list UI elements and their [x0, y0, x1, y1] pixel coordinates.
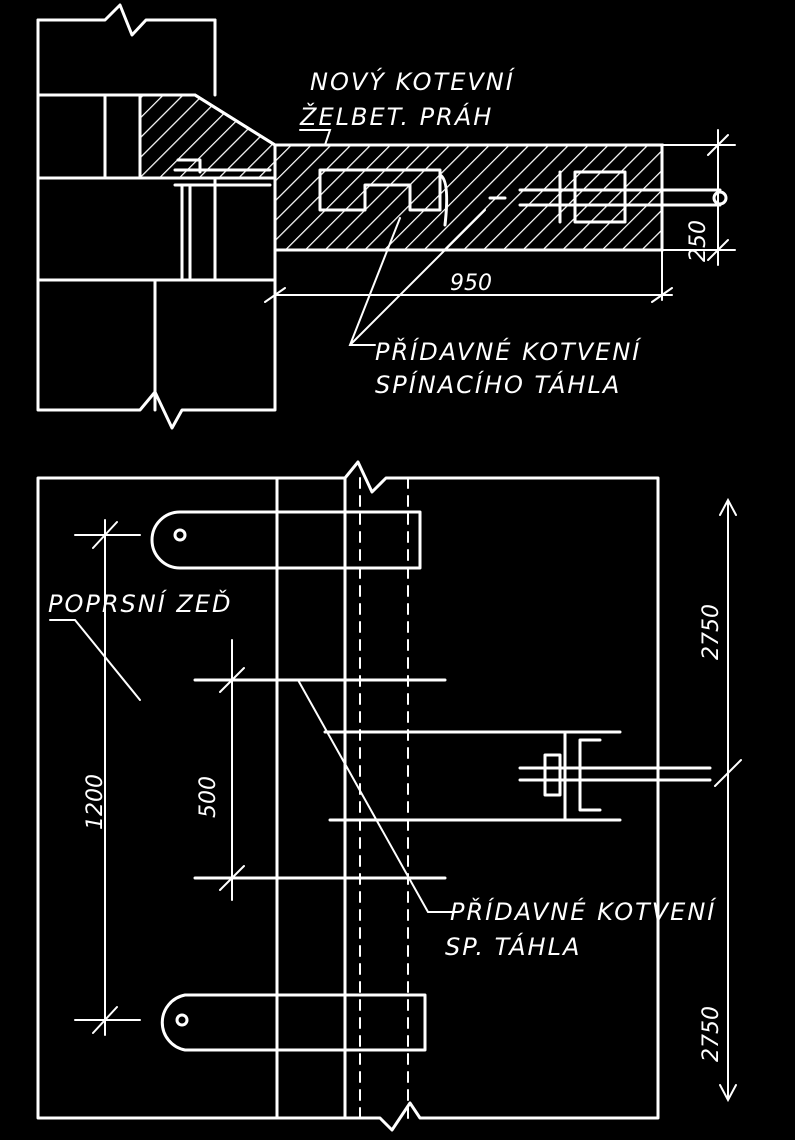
dim-250: 250 [686, 220, 711, 262]
channel-profile [318, 168, 442, 212]
dim-line-2750 [714, 497, 742, 1103]
hook-bar [438, 173, 449, 227]
dim-2750-top: 2750 [699, 604, 724, 660]
dim-line-950 [264, 249, 673, 303]
label-extra-anchor-top-2: SPÍNACÍHO TÁHLA [375, 370, 621, 399]
dim-950: 950 [450, 271, 492, 296]
plan-wall-outline [36, 460, 660, 1132]
dashed-lines [359, 477, 409, 1119]
wall-outline [36, 18, 277, 430]
pier-lines [275, 476, 347, 1120]
leader-extra-anchor-top [348, 209, 486, 346]
concrete-sill [273, 143, 664, 252]
plan-view: POPRSNÍ ZEĎ PŘÍDAVNÉ KOTVENÍ SP. TÁHLA 1… [36, 460, 742, 1132]
dim-line-1200 [74, 519, 141, 1036]
leader-extra-anchor-bottom [297, 679, 456, 913]
label-parapet-wall: POPRSNÍ ZEĎ [48, 589, 233, 618]
anchor-plate-top [150, 510, 422, 570]
dim-line-500 [219, 639, 245, 901]
plan-channel [563, 730, 602, 822]
label-extra-anchor-bottom-2: SP. TÁHLA [445, 932, 581, 961]
tie-rod [488, 170, 722, 224]
anchor-plate-bottom [160, 993, 427, 1052]
dim-2750-bottom: 2750 [699, 1006, 724, 1062]
plan-tie-rod [518, 753, 712, 797]
tie-bars [193, 678, 622, 880]
dim-500: 500 [196, 776, 221, 818]
anchor-bolt [173, 158, 272, 280]
dim-1200: 1200 [83, 774, 108, 830]
section-view: 950 250 NOVÝ KOTEVNÍ ŽELBET. PRÁH PŘÍDAV… [36, 3, 736, 430]
plate-hole-top [173, 528, 187, 542]
label-new-anchor-1: NOVÝ KOTEVNÍ [310, 67, 516, 96]
leader-new-sill [299, 129, 332, 146]
tie-rod-end [712, 190, 728, 206]
label-extra-anchor-bottom-1: PŘÍDAVNÉ KOTVENÍ [450, 897, 717, 926]
label-new-anchor-2: ŽELBET. PRÁH [299, 102, 493, 131]
dim-line-250 [661, 129, 736, 266]
plate-hole-bottom [175, 1013, 189, 1027]
break-line-top [36, 3, 217, 37]
hatched-wedge [138, 93, 277, 180]
label-extra-anchor-top-1: PŘÍDAVNÉ KOTVENÍ [375, 337, 642, 366]
leader-parapet [49, 619, 141, 701]
